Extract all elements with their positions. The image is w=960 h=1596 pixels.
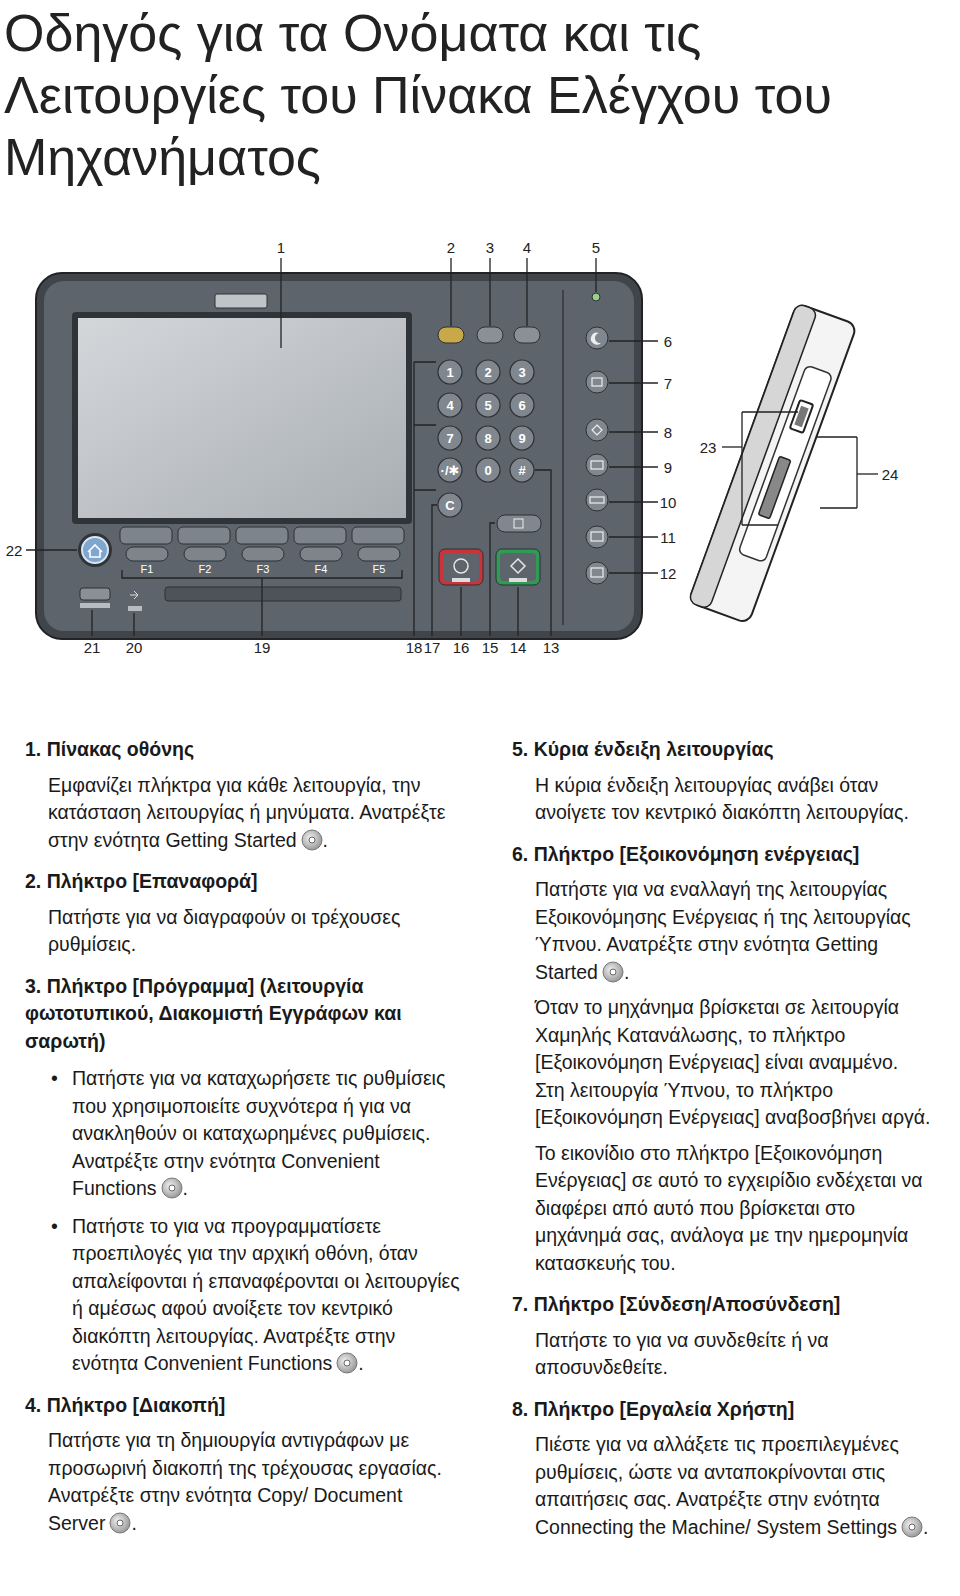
callout-number: 3 [486, 239, 494, 256]
text-column: 5. Κύρια ένδειξη λειτουργίας Η κύρια ένδε… [512, 722, 932, 1541]
key-label: # [518, 463, 525, 478]
item-heading: 1. Πίνακας οθόνης [25, 736, 465, 764]
page-title: Οδηγός για τα Ονόματα και τις Λειτουργίε… [4, 2, 949, 188]
callout-number: 18 [406, 639, 423, 656]
heading-text: 3. Πλήκτρο [Πρόγραμμα] (λειτουργία φωτοτ… [25, 975, 402, 1052]
bullet: • [51, 1213, 58, 1241]
heading-text: 4. Πλήκτρο [Διακοπή] [25, 1394, 225, 1416]
key-label: 1 [446, 365, 453, 380]
body-text: Η κύρια ένδειξη λειτουργίας ανάβει όταν … [535, 774, 909, 824]
body-text: Το εικονίδιο στο πλήκτρο [Εξοικονόμηση Ε… [535, 1142, 923, 1274]
heading-text: 1. Πίνακας οθόνης [25, 738, 194, 760]
item-text: Το εικονίδιο στο πλήκτρο [Εξοικονόμηση Ε… [512, 1140, 932, 1278]
function-key-label: F3 [257, 563, 270, 575]
item-text: Η κύρια ένδειξη λειτουργίας ανάβει όταν … [512, 772, 932, 827]
item-heading: 8. Πλήκτρο [Εργαλεία Χρήστη] [512, 1396, 932, 1424]
callout-number: 6 [664, 333, 672, 350]
key-label: 4 [446, 398, 453, 413]
sentence-end: . [183, 1177, 188, 1199]
body-text: Πατήστε για να καταχωρήσετε τις ρυθμίσει… [72, 1067, 445, 1199]
item-text: Πατήστε για τη δημιουργία αντιγράφων με … [25, 1427, 465, 1537]
key-label: 3 [518, 365, 525, 380]
disc-icon [109, 1512, 131, 1534]
body-text: Εμφανίζει πλήκτρα για κάθε λειτουργία, τ… [48, 774, 446, 851]
callout-number: 20 [126, 639, 143, 656]
callout-number: 16 [453, 639, 470, 656]
callout-number: 22 [6, 542, 23, 559]
heading-text: 2. Πλήκτρο [Επαναφορά] [25, 870, 258, 892]
key-label: ·/✱ [441, 463, 460, 478]
body-text: Πατήστε για να διαγραφούν οι τρέχουσες ρ… [48, 906, 400, 956]
key-label: 0 [484, 463, 491, 478]
sentence-end: . [131, 1512, 136, 1534]
callout-number: 21 [84, 639, 101, 656]
function-key-label: F2 [199, 563, 212, 575]
callout-number: 15 [482, 639, 499, 656]
item-heading: 7. Πλήκτρο [Σύνδεση/Αποσύνδεση] [512, 1291, 932, 1319]
key-label: C [445, 498, 454, 513]
key-label: 9 [518, 431, 525, 446]
body-text: Πατήστε για τη δημιουργία αντιγράφων με … [48, 1429, 442, 1534]
item-heading: 6. Πλήκτρο [Εξοικονόμηση ενέργειας] [512, 841, 932, 869]
callout-number: 2 [447, 239, 455, 256]
item-text: Πιέστε για να αλλάξετε τις προεπιλεγμένε… [512, 1431, 932, 1541]
callout-number: 19 [254, 639, 271, 656]
key-label: 7 [446, 431, 453, 446]
disc-icon [336, 1352, 358, 1374]
callout-number: 8 [664, 424, 672, 441]
disc-icon [301, 829, 323, 851]
body-text: Πατήστε το για να συνδεθείτε ή να αποσυν… [535, 1329, 829, 1379]
heading-text: 6. Πλήκτρο [Εξοικονόμηση ενέργειας] [512, 843, 859, 865]
item-heading: 4. Πλήκτρο [Διακοπή] [25, 1392, 465, 1420]
sentence-end: . [323, 829, 328, 851]
disc-icon [161, 1177, 183, 1199]
function-key-label: F5 [373, 563, 386, 575]
heading-text: 5. Κύρια ένδειξη λειτουργίας [512, 738, 774, 760]
callout-number: 12 [660, 565, 677, 582]
body-text: Όταν το μηχάνημα βρίσκεται σε λειτουργία… [535, 996, 930, 1128]
callout-number: 9 [664, 459, 672, 476]
callout-number: 7 [664, 375, 672, 392]
item-heading: 2. Πλήκτρο [Επαναφορά] [25, 868, 465, 896]
disc-icon [602, 961, 624, 983]
callout-number: 5 [592, 239, 600, 256]
item-heading: 3. Πλήκτρο [Πρόγραμμα] (λειτουργία φωτοτ… [25, 973, 465, 1056]
heading-text: 7. Πλήκτρο [Σύνδεση/Αποσύνδεση] [512, 1293, 840, 1315]
callout-number: 13 [543, 639, 560, 656]
heading-text: 8. Πλήκτρο [Εργαλεία Χρήστη] [512, 1398, 794, 1420]
key-label: 8 [484, 431, 491, 446]
item-text: Πατήστε για να εναλλαγή της λειτουργίας … [512, 876, 932, 986]
callout-number: 10 [660, 494, 677, 511]
item-text: • Πατήστε το για να προγραμματίσετε προεπ… [25, 1213, 465, 1378]
callout-number: 11 [660, 529, 676, 546]
item-heading: 5. Κύρια ένδειξη λειτουργίας [512, 736, 932, 764]
function-key-label: F4 [315, 563, 328, 575]
callout-number: 17 [424, 639, 441, 656]
body-text: Πατήστε για να εναλλαγή της λειτουργίας … [535, 878, 911, 983]
key-label: 5 [484, 398, 491, 413]
callout-number: 24 [882, 466, 899, 483]
callout-number: 14 [510, 639, 527, 656]
item-text: Εμφανίζει πλήκτρα για κάθε λειτουργία, τ… [25, 772, 465, 855]
body-text: Πιέστε για να αλλάξετε τις προεπιλεγμένε… [535, 1433, 899, 1538]
body-text: Πατήστε το για να προγραμματίσετε προεπι… [72, 1215, 460, 1375]
item-text: Πατήστε το για να συνδεθείτε ή να αποσυν… [512, 1327, 932, 1382]
text-column: 1. Πίνακας οθόνηςΕμφανίζει πλήκτρα για κ… [25, 722, 465, 1537]
sentence-end: . [624, 961, 629, 983]
sentence-end: . [358, 1352, 363, 1374]
key-label: 2 [484, 365, 491, 380]
sentence-end: . [923, 1516, 928, 1538]
function-key-label: F1 [141, 563, 154, 575]
bullet: • [51, 1065, 58, 1093]
callout-number: 1 [277, 239, 285, 256]
item-text: Πατήστε για να διαγραφούν οι τρέχουσες ρ… [25, 904, 465, 959]
item-text: Όταν το μηχάνημα βρίσκεται σε λειτουργία… [512, 994, 932, 1132]
disc-icon [901, 1516, 923, 1538]
item-text: • Πατήστε για να καταχωρήσετε τις ρυθμίσε… [25, 1065, 465, 1203]
callout-number: 4 [523, 239, 531, 256]
key-label: 6 [518, 398, 525, 413]
callout-number: 23 [700, 439, 717, 456]
